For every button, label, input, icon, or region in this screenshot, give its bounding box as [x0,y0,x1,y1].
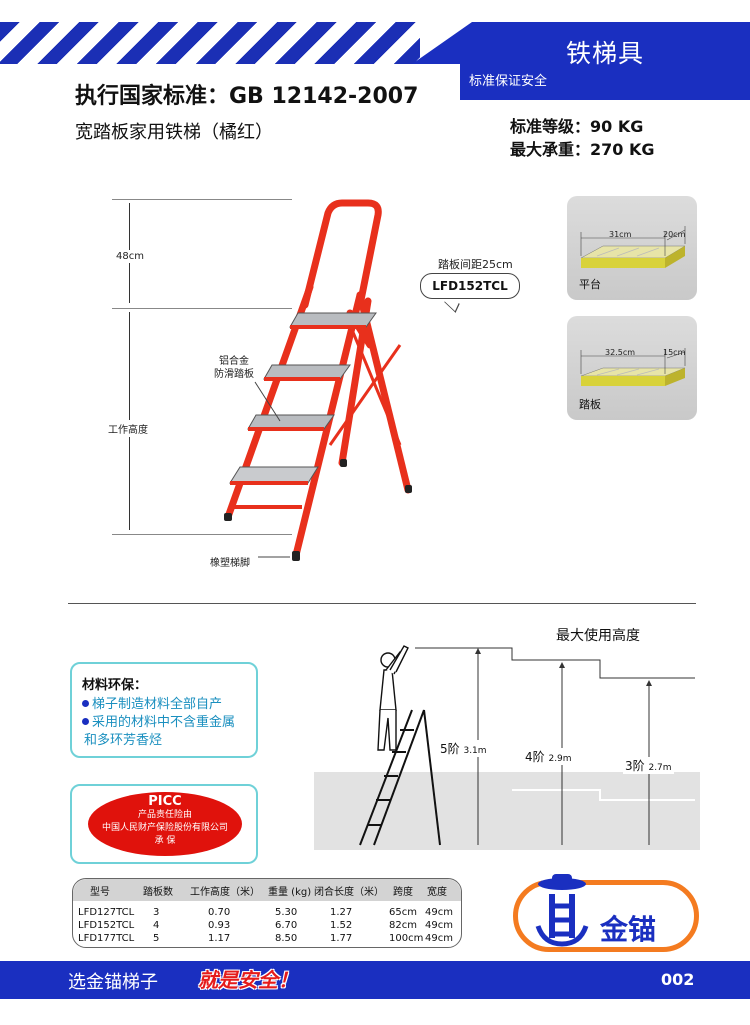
bullet-icon [82,718,89,725]
callout-tread: 铝合金 防滑踏板 [214,356,254,380]
spec-cell: 49cm [425,933,453,944]
footer-bar [0,961,750,999]
standard-title: 执行国家标准：GB 12142-2007 [75,84,419,109]
usage-title: 最大使用高度 [556,628,640,644]
section-divider [68,603,696,604]
spec-max-load: 最大承重：270 KG [510,140,655,159]
usage-height-diagram [314,645,700,850]
spec-cell: 82cm [389,920,417,931]
tread-spacing-note: 踏板间距25cm [438,258,513,271]
dim-tick-bottom [112,534,292,535]
header-tab [412,22,750,100]
part-card-platform: 31cm 20cm 平台 [567,196,697,300]
spec-cell: 8.50 [275,933,298,944]
spec-cell: 0.70 [208,907,231,918]
insurance-box: PICC 产品责任险由 中国人民财产保险股份有限公司 承 保 [70,784,258,864]
anchor-logo-icon [535,874,589,947]
spec-header-cell: 型号 [90,887,110,898]
material-item-2: 采用的材料中不含重金属 [82,714,246,732]
picc-line-2: 中国人民财产保险股份有限公司 [101,823,228,833]
spec-cell: 1.27 [330,907,353,918]
material-item-3: 和多环芳香烃 [84,733,163,748]
usage-step-5-label: 5阶 [440,742,460,756]
usage-step-3-label: 3阶 [625,759,645,773]
slogan: 标准保证安全 [469,74,548,89]
spec-cell: 3 [153,907,160,918]
platform-label: 平台 [579,278,601,291]
spec-cell: 1.17 [208,933,231,944]
spec-header-cell: 宽度 [427,887,447,898]
bullet-icon [82,700,89,707]
spec-cell: 0.93 [208,920,231,931]
spec-header-cell: 闭合长度（米） [314,887,384,898]
platform-depth: 20cm [663,230,686,239]
material-item-2-text: 采用的材料中不含重金属 [92,715,236,730]
part-card-tread: 32.5cm 15cm 踏板 [567,316,697,420]
picc-line-1: 产品责任险由 [137,810,192,820]
spec-cell: 6.70 [275,920,298,931]
spec-cell: 49cm [425,907,453,918]
callout-foot: 橡塑梯脚 [210,558,250,569]
usage-step-3: 3阶 2.7m [623,757,674,774]
material-title: 材料环保： [82,678,148,693]
usage-step-5-height: 3.1m [463,746,487,756]
spec-header-cell: 工作高度（米） [190,887,260,898]
footer-slogan: 选金锚梯子 [68,972,158,993]
spec-table [72,878,462,948]
spec-cell: 65cm [389,907,417,918]
tread-label: 踏板 [579,398,601,411]
tread-depth: 15cm [663,348,686,357]
spec-cell: LFD152TCL [78,920,135,931]
usage-step-3-height: 2.7m [648,763,672,773]
picc-line-3: 承 保 [154,836,176,846]
spec-cell: 49cm [425,920,453,931]
logo-text: 金锚 [600,913,657,946]
dim-top-label: 48cm [114,250,146,263]
ladder-illustration [224,199,412,561]
dim-tick-mid [112,308,292,309]
header-stripes [0,22,420,64]
spec-table-header [73,879,461,901]
page-number: 002 [661,970,695,989]
spec-cell: 4 [153,920,160,931]
picc-oval: PICC 产品责任险由 中国人民财产保险股份有限公司 承 保 [88,792,242,856]
tread-illustration [580,348,686,386]
usage-step-4-label: 4阶 [525,750,545,764]
brand-title: 铁梯具 [566,39,645,68]
picc-name: PICC [148,794,182,809]
product-name: 宽踏板家用铁梯（橘红） [75,122,273,143]
spec-cell: 1.52 [330,920,353,931]
usage-step-4-height: 2.9m [548,754,572,764]
spec-cell: LFD177TCL [78,933,135,944]
spec-cell: 100cm [389,933,424,944]
spec-cell: LFD127TCL [78,907,135,918]
material-item-1-text: 梯子制造材料全部自产 [92,697,223,712]
spec-cell: 5.30 [275,907,298,918]
spec-cell: 5 [153,933,160,944]
footer-emphasis: 就是安全！ [198,968,298,992]
spec-header-cell: 跨度 [393,887,413,898]
usage-step-4: 4阶 2.9m [523,748,574,765]
material-box: 材料环保： 梯子制造材料全部自产 采用的材料中不含重金属 和多环芳香烃 [70,662,258,758]
spec-header-cell: 重量 (kg) [268,887,312,898]
spec-cell: 1.77 [330,933,353,944]
material-item-1: 梯子制造材料全部自产 [82,696,246,714]
spec-header-cell: 踏板数 [143,887,173,898]
spec-grade: 标准等级：90 KG [510,117,644,136]
dim-work-label: 工作高度 [106,420,150,437]
platform-width: 31cm [609,230,632,239]
dim-tick-top [112,199,292,200]
platform-illustration [580,226,686,268]
load-specs: 标准等级：90 KG 最大承重：270 KG [510,115,655,161]
model-bubble: LFD152TCL [420,273,520,299]
tread-width: 32.5cm [605,348,636,357]
usage-step-5: 5阶 3.1m [438,740,489,757]
